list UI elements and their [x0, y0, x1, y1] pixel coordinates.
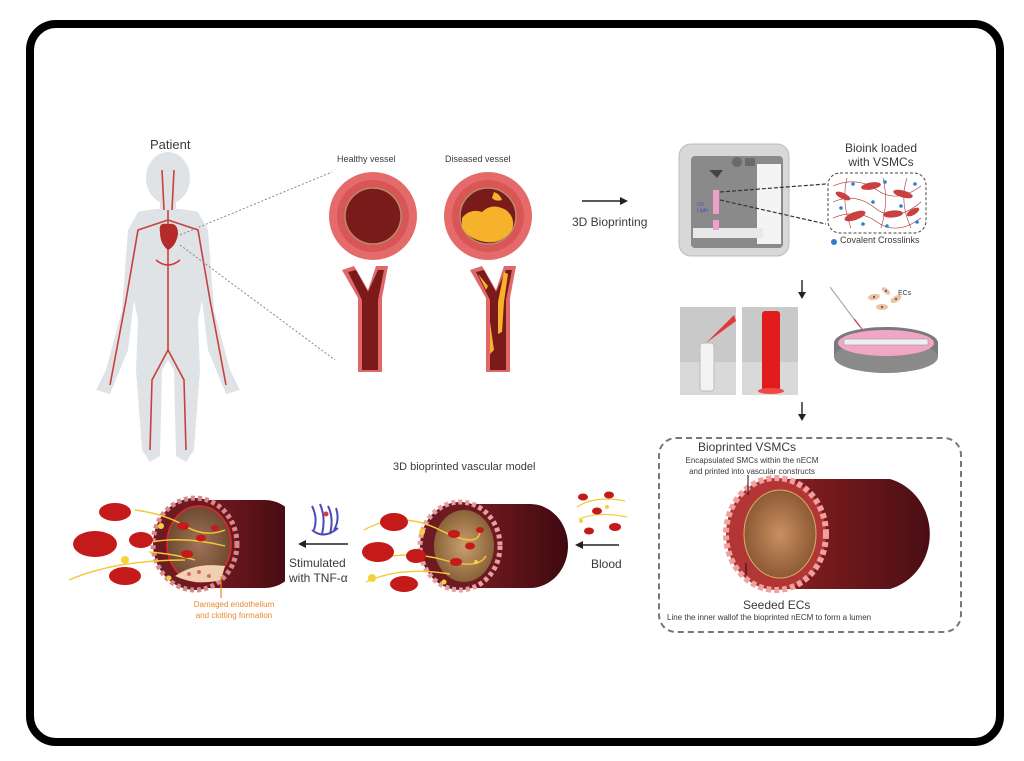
vascular-model-title: 3D bioprinted vascular model	[393, 461, 536, 473]
blood-cells-icon	[576, 491, 628, 535]
blood-arrow-icon	[575, 541, 619, 549]
bioprinter-illustration: UV Light	[678, 143, 790, 257]
bioink-network-illustration	[827, 172, 927, 234]
patient-body-illustration	[96, 152, 240, 462]
bioink-title-line1: Bioink loaded	[844, 141, 918, 155]
damage-line2: and clotting formation	[195, 611, 273, 620]
stimulation-label: Stimulated with TNF-α	[289, 556, 348, 586]
crosslink-legend-label: Covalent Crosslinks	[840, 235, 920, 245]
svg-text:UV: UV	[697, 202, 705, 208]
damage-line1: Damaged endothelium	[193, 600, 275, 609]
stimulation-line2: with TNF-α	[289, 571, 348, 585]
tnf-alpha-protein-icon	[311, 503, 339, 536]
zoom-lines	[179, 171, 336, 361]
vsmc-desc-line2: and printed into vascular constructs	[689, 467, 815, 476]
bioprinting-arrow-icon	[582, 197, 628, 205]
diseased-vessel-longitudinal	[470, 266, 516, 372]
bioprinting-step-label: 3D Bioprinting	[572, 215, 648, 229]
healthy-vessel-longitudinal	[342, 266, 388, 372]
stimulation-line1: Stimulated	[289, 556, 346, 570]
diseased-vessel-label: Diseased vessel	[445, 154, 511, 164]
ecs-label: ECs	[898, 290, 912, 297]
patient-label: Patient	[150, 137, 191, 152]
healthy-vessel-label: Healthy vessel	[337, 154, 396, 164]
vascular-model-illustration	[362, 499, 568, 593]
construct-panel	[658, 437, 962, 633]
stimulation-arrow-icon	[298, 540, 348, 548]
damage-annotation: Damaged endothelium and clotting formati…	[184, 599, 284, 621]
blood-label: Blood	[591, 557, 622, 571]
magnification-lines	[719, 183, 827, 225]
damaged-vascular-model-illustration	[68, 495, 285, 598]
seeded-ecs-description: Line the inner wallof the bioprinted nEC…	[667, 613, 872, 622]
bioink-title: Bioink loaded with VSMCs	[836, 141, 926, 169]
ec-seeding-illustration	[829, 286, 938, 373]
heart-icon	[159, 223, 178, 250]
bioink-title-line2: with VSMCs	[848, 155, 914, 169]
healthy-vessel-cross-section	[329, 172, 417, 260]
bioprinted-vessel-construct	[723, 475, 930, 593]
printed-construct-photo	[680, 307, 736, 395]
seeded-ecs-title: Seeded ECs	[743, 598, 811, 612]
perfused-construct-photo	[742, 307, 798, 395]
vsmc-desc-line1: Encapsulated SMCs within the nECM	[685, 456, 819, 465]
diseased-vessel-cross-section	[444, 172, 532, 260]
vsmc-description: Encapsulated SMCs within the nECM and pr…	[672, 455, 832, 477]
crosslink-legend-dot-icon	[831, 239, 837, 245]
down-arrow-icon	[798, 402, 806, 421]
down-arrow-icon	[798, 280, 806, 299]
vsmc-title: Bioprinted VSMCs	[698, 440, 797, 454]
svg-text:Light: Light	[697, 208, 708, 214]
